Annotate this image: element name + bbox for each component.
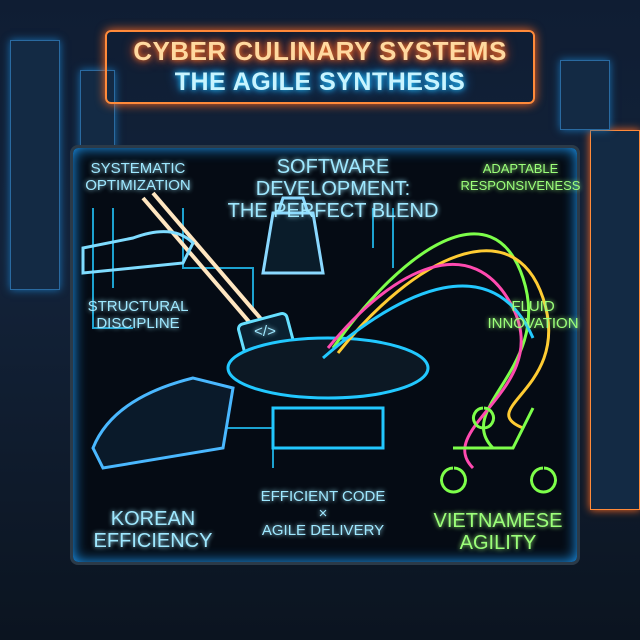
pot-icon [261, 196, 325, 275]
label-code-delivery: EFFICIENT CODE×AGILE DELIVERY [243, 488, 403, 539]
building-left-2 [80, 70, 115, 150]
label-line: × [318, 505, 328, 522]
heading-line: SOFTWARE DEVELOPMENT: [255, 156, 411, 200]
chopsticks-icon [141, 191, 275, 340]
title: CYBER CULINARY SYSTEMS [133, 36, 507, 66]
title-sign [105, 30, 535, 104]
label-line: RESPONSIVENESS [460, 178, 581, 193]
train-icon [91, 376, 235, 470]
label-line: KOREAN [110, 508, 196, 530]
label-line: INNOVATION [487, 315, 579, 332]
building-right-2 [560, 60, 610, 130]
label-line: AGILITY [459, 532, 537, 554]
label-line: SYSTEMATIC [90, 160, 186, 177]
label-line: DISCIPLINE [96, 315, 180, 332]
label-line: AGILE DELIVERY [261, 522, 385, 539]
label-line: EFFICIENT CODE [260, 488, 386, 505]
noodle-swirl [322, 232, 551, 470]
label-line: STRUCTURAL [87, 298, 189, 315]
burner-icon [271, 406, 385, 450]
label-adaptable-responsiveness: ADAPTABLE RESPONSIVENESS [458, 160, 583, 194]
label-line: OPTIMIZATION [85, 177, 191, 194]
label-line: ADAPTABLE [482, 161, 559, 176]
building-right [590, 130, 640, 510]
subtitle: THE AGILE SYNTHESIS [174, 68, 466, 96]
neon-illustration [81, 191, 557, 494]
label-line: FLUID [511, 298, 555, 315]
tablet-code: </> [254, 323, 276, 340]
label-line: EFFICIENCY [93, 530, 213, 552]
label-line: VIETNAMESE [433, 510, 563, 532]
board-heading: SOFTWARE DEVELOPMENT:THE PERFECT BLEND [203, 156, 463, 222]
wok-icon [226, 336, 430, 400]
heading-line: THE PERFECT BLEND [227, 200, 439, 222]
hand-icon [81, 230, 195, 275]
scooter-icon [440, 406, 557, 494]
building-left [10, 40, 60, 290]
